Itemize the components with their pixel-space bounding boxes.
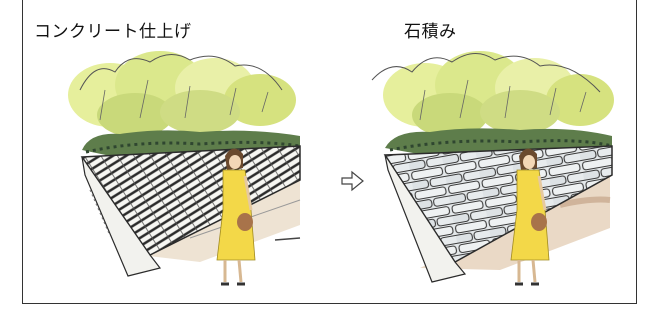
caption-stone: 石積み <box>404 22 457 42</box>
outline-right-arrow-icon <box>341 170 364 192</box>
woman-figure-left <box>216 148 256 286</box>
figure-frame <box>22 0 637 304</box>
tree-canopy-right <box>371 51 614 137</box>
tree-canopy-left <box>68 51 296 137</box>
wall-footing-right <box>384 154 467 283</box>
concrete-wall-scene <box>68 51 301 277</box>
wall-footing-left <box>81 156 162 277</box>
caption-concrete: コンクリート仕上げ <box>34 22 192 42</box>
woman-figure-right <box>510 148 550 286</box>
stone-wall-scene <box>371 51 614 283</box>
